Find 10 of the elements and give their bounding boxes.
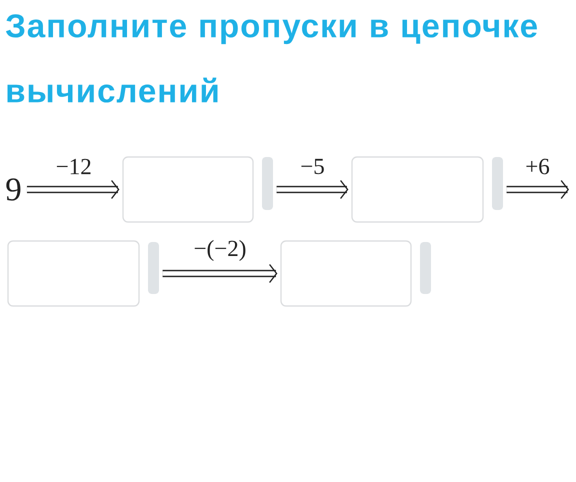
double-arrow xyxy=(276,180,348,199)
double-arrow xyxy=(162,264,278,283)
double-arrow xyxy=(506,180,569,199)
edge-label: −5 xyxy=(299,158,326,176)
edge-label: −(−2) xyxy=(192,239,248,262)
start-number: 9 xyxy=(6,178,20,201)
double-arrow xyxy=(26,180,120,199)
title: Заполните пропуски в цепочке вычислений xyxy=(6,14,537,103)
edge-label: −12 xyxy=(54,158,93,176)
edge-label: +6 xyxy=(524,158,551,176)
